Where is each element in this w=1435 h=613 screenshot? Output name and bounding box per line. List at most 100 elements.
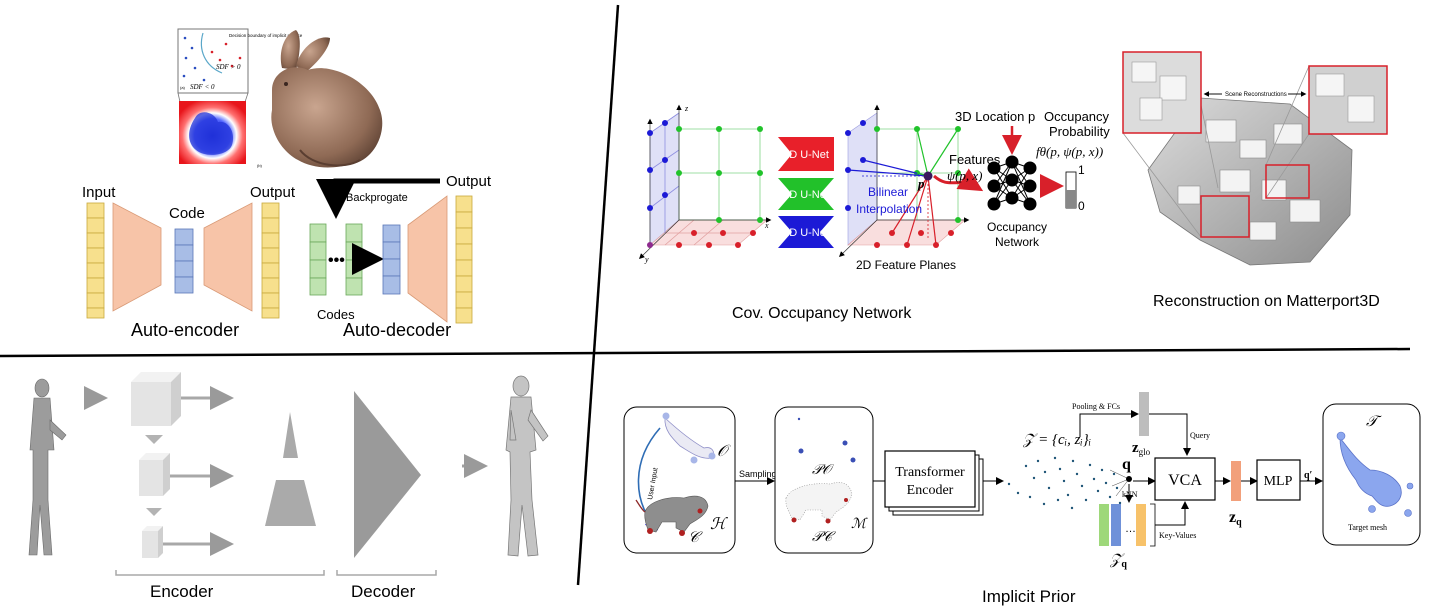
backprop-arrow	[316, 178, 440, 219]
target-mesh-label: Target mesh	[1348, 523, 1387, 532]
z-set-label: 𝒵 = {cᵢ, zᵢ}ᵢ	[1022, 432, 1091, 448]
sampling-label: Sampling	[739, 469, 777, 479]
vca-label: VCA	[1168, 472, 1202, 489]
ad-codes-stack-1	[309, 223, 327, 296]
ae-encoder-trapezoid	[112, 202, 162, 312]
occ-axis-x-1: x	[764, 221, 769, 230]
mlp-label: MLP	[1264, 474, 1293, 489]
features-label: Features	[949, 152, 1001, 167]
ad-codes-label: Codes	[317, 307, 355, 322]
encoder-caption: Encoder	[150, 582, 214, 601]
occ-grid-planes: p Bilinear Interpolation 2D Feature Plan…	[838, 104, 970, 272]
q-label: q	[1122, 456, 1131, 473]
transformer-label-1: Transformer	[895, 465, 965, 480]
unet-green: 2D U-Net	[778, 178, 834, 210]
z-calq-label: 𝒵q	[1109, 552, 1127, 570]
conv-occ-caption: Cov. Occupancy Network	[732, 305, 912, 322]
panel-encoder-decoder: Encoder Decoder	[28, 372, 549, 601]
occ-point-label: p	[917, 176, 925, 191]
ae-output-label: Output	[250, 184, 296, 201]
ad-decoder-trapezoid	[407, 195, 448, 323]
sdf-positive-label: SDF > 0	[216, 63, 241, 71]
vca-box	[1154, 457, 1216, 501]
reconstructed-human	[505, 375, 549, 557]
z-glo-bar	[1139, 392, 1149, 436]
nbr-dots: …	[1125, 523, 1136, 535]
q-prime-label: q′	[1304, 470, 1313, 481]
prob-scale-top: 1	[1078, 163, 1085, 177]
sdf-tag-a: (a)	[180, 85, 186, 90]
panel-implicit-prior: User Input 𝒪 𝒞 ℋ Sampling 𝒫𝒪 ℳ 𝒫𝒞	[623, 392, 1421, 606]
ae-decoder-trapezoid	[203, 202, 253, 312]
ae-input-label: Input	[82, 184, 116, 201]
panel-matterport: Scene Reconstructions Reconstruction on …	[1122, 51, 1388, 310]
mlp-box	[1256, 459, 1301, 501]
prob-scale-bottom: 0	[1078, 199, 1085, 213]
occ-net-label-1: Occupancy	[987, 220, 1047, 234]
panel-autoencoder: Decision boundary of implicit surface SD…	[82, 28, 492, 340]
target-mesh-shape	[1336, 431, 1414, 517]
feature-planes-label: 2D Feature Planes	[856, 258, 956, 272]
latent-trapezoid	[265, 480, 316, 526]
divider-vertical-bottom	[576, 352, 596, 586]
sym-M: ℳ	[851, 517, 868, 532]
ae-caption: Auto-encoder	[131, 320, 239, 340]
ad-codes-dots: •••	[328, 252, 345, 269]
encoder-cube-2	[139, 453, 170, 496]
ad-caption: Auto-decoder	[343, 320, 451, 340]
unet-red: 2D U-Net	[778, 137, 834, 171]
occ-prob-label-1: Occupancy	[1044, 109, 1110, 124]
unet-label-3: 2D U-Net	[783, 227, 829, 239]
occ-axis-y-1: y	[644, 255, 649, 264]
sym-PC: 𝒫𝒞	[812, 530, 836, 545]
sym-PO: 𝒫𝒪	[812, 463, 834, 478]
pooling-label: Pooling & FCs	[1072, 402, 1120, 411]
source-shape-O	[662, 412, 716, 464]
occ-axis-z-1: z	[684, 104, 689, 113]
occ-grid-input: z x y	[638, 104, 772, 264]
query-point	[923, 171, 933, 181]
sampled-points	[797, 417, 856, 463]
probability-bar	[1065, 171, 1077, 209]
occupancy-network-icon	[987, 155, 1037, 211]
bilinear-label-1: Bilinear	[868, 185, 908, 199]
sdf-tag-b: (b)	[257, 163, 263, 168]
ae-code-stack	[174, 228, 194, 294]
decoder-bracket	[336, 570, 437, 576]
encoder-bracket	[115, 570, 325, 576]
occ-net-label-2: Network	[995, 235, 1040, 249]
ad-backprop-label: Backprogate	[346, 192, 408, 204]
divider-horizontal	[0, 347, 1411, 358]
sdf-boundary-label: Decision boundary of implicit surface	[229, 33, 303, 38]
z-glo-label: zglo	[1132, 440, 1151, 457]
transformer-encoder-box	[884, 450, 976, 508]
query-label: Query	[1190, 431, 1210, 440]
decoder-caption: Decoder	[351, 582, 416, 601]
encoder-cube-3	[142, 526, 163, 558]
sdf-negative-label: SDF < 0	[190, 83, 215, 91]
key-values-label: Key-Values	[1159, 531, 1196, 540]
scene-reconstructions-label: Scene Reconstructions	[1225, 92, 1287, 98]
knn-label: kNN	[1122, 490, 1138, 499]
latent-triangle	[283, 412, 298, 458]
encoder-down-arrow-2	[146, 508, 162, 516]
ae-output-stack	[261, 202, 280, 319]
ad-output-stack	[455, 195, 473, 324]
unet-label-2: 2D U-Net	[783, 189, 829, 201]
occ-prob-label-2: Probability	[1049, 124, 1110, 139]
location-label: 3D Location p	[955, 109, 1035, 124]
decoder-triangle	[354, 391, 421, 558]
voxel-human-input	[28, 378, 67, 556]
latent-point-cloud	[1007, 456, 1122, 510]
features-fn: ψ(p, x)	[947, 168, 983, 183]
bilinear-label-2: Interpolation	[856, 202, 922, 216]
z-q-bar	[1231, 461, 1241, 501]
implicit-prior-caption: Implicit Prior	[982, 587, 1076, 606]
sym-H: ℋ	[710, 516, 728, 533]
sdf-inset: Decision boundary of implicit surface SD…	[177, 28, 303, 168]
unet-blue: 2D U-Net	[778, 216, 834, 248]
transformer-label-2: Encoder	[907, 483, 954, 498]
ad-code-stack	[382, 224, 401, 295]
encoder-down-arrow-1	[145, 435, 163, 444]
